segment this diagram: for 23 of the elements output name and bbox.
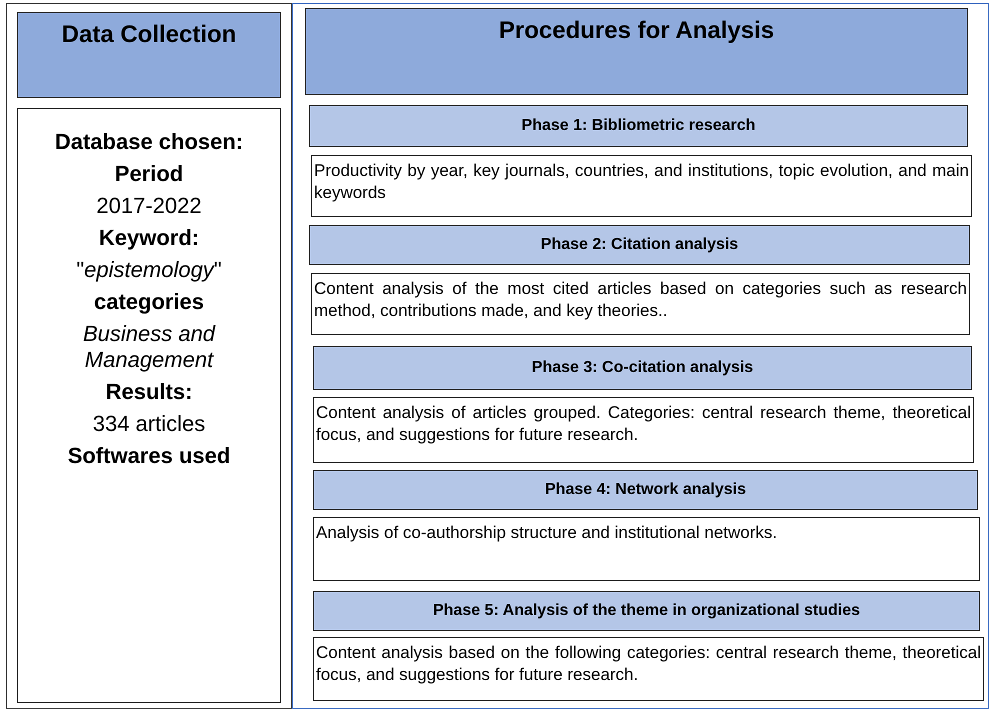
phase-header: Phase 5: Analysis of the theme in organizational studies	[313, 591, 980, 631]
description-box: Content analysis of articles grouped. Categories: central research theme, theoretical focus, and suggestions for future research.	[313, 397, 974, 463]
field-label: Results:	[104, 379, 194, 405]
description-box: Content analysis of the most cited articles based on categories such as research method, contributions made, and key theories..	[311, 273, 970, 335]
header-box: Data Collection	[17, 12, 281, 98]
phase-header: Phase 3: Co-citation analysis	[313, 346, 972, 390]
field-label: Keyword:	[98, 225, 200, 251]
description-box: Analysis of co-authorship structure and institutional networks.	[313, 517, 980, 581]
field-label: Period	[114, 161, 184, 187]
field-value: Business and Management	[82, 321, 216, 373]
field-label: categories	[92, 289, 206, 315]
field-label: Database chosen:	[54, 129, 244, 155]
field-value: 2017-2022	[95, 193, 203, 219]
phase-header: Phase 1: Bibliometric research	[309, 105, 968, 147]
field-label: Softwares used	[66, 443, 232, 469]
phase-header: Phase 2: Citation analysis	[309, 225, 970, 265]
description-box: Content analysis based on the following categories: central research theme, theoretical focus, and suggestions for future research.	[313, 637, 984, 701]
header-box: Procedures for Analysis	[305, 8, 968, 95]
description-box: Productivity by year, key journals, countries, and institutions, topic evolution, and main keywords	[311, 155, 972, 217]
field-value: 334 articles	[92, 411, 206, 437]
panel	[17, 108, 281, 703]
field-value: "epistemology"	[75, 257, 223, 283]
phase-header: Phase 4: Network analysis	[313, 470, 978, 510]
